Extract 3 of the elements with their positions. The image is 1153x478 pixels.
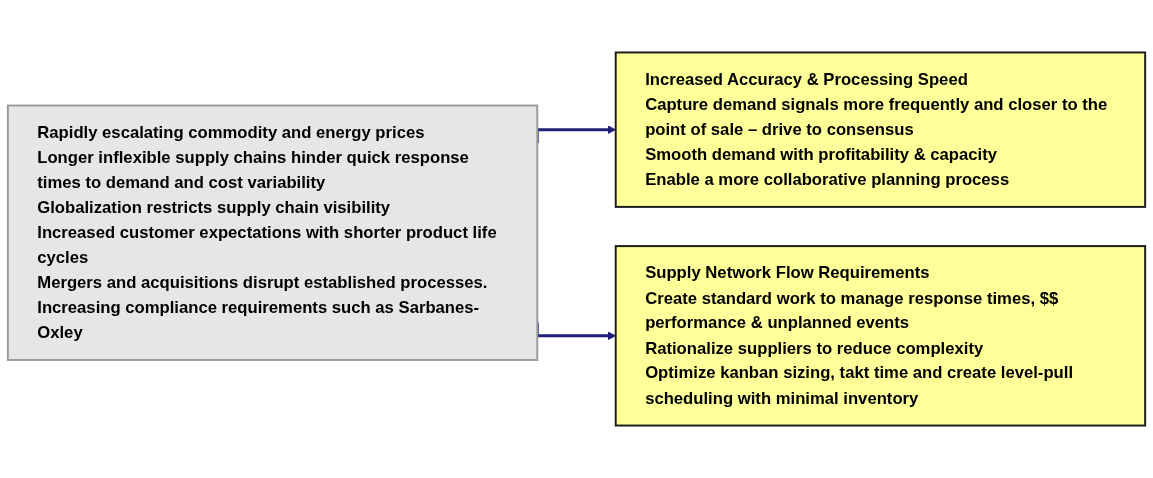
node-box: Increased Accuracy & Processing Speed Capture demand signals more frequently and closer to the point of sale – drive to consensus Smooth demand with profitability & capacity Enable a more collaborative planning process (614, 51, 1147, 208)
node-box: Rapidly escalating commodity and energy prices Longer inflexible supply chains hinder quick response times to demand and cost variability Globalization restricts supply chain visibility Increased customer expectations with shorter product life cycles Mergers and acquisitions disrupt established processes. Increasing compliance requirements such as Sarbanes-Oxley (6, 104, 539, 361)
node-box: Supply Network Flow Requirements Create standard work to manage response times, $$ performance & unplanned events Rationalize suppliers to reduce complexity Optimize kanban sizing, takt time and create level-pull scheduling with minimal inventory (614, 245, 1147, 427)
